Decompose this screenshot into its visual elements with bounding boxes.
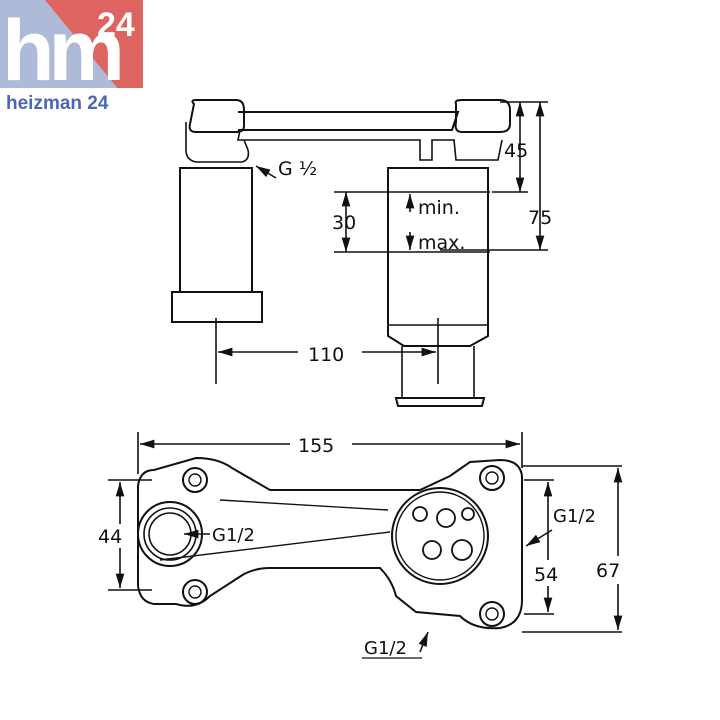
- right-valve-body: [387, 167, 489, 347]
- right-thread-label: G1/2: [553, 506, 596, 527]
- logo-number: 24: [97, 6, 135, 44]
- side-thread-label: G ½: [278, 158, 317, 180]
- min-label: min.: [418, 197, 460, 219]
- left-valve-base: [171, 291, 263, 323]
- heizman24-logo: hm 24 heizman 24: [0, 0, 143, 113]
- thread-arrow-bottom: [418, 631, 429, 653]
- dim-label-54: 54: [534, 564, 558, 586]
- logo-mark: hm: [2, 3, 121, 99]
- left-thread-label: G1/2: [212, 525, 255, 546]
- logo-accent-shape: [45, 0, 143, 113]
- dim-label-45: 45: [504, 140, 528, 162]
- side-view: [171, 99, 511, 407]
- right-handle: [454, 99, 511, 133]
- spout-arm: [238, 111, 460, 131]
- bottom-thread-label: G1/2: [364, 638, 407, 659]
- top-view: [137, 456, 523, 630]
- mount-hole-bl: [182, 579, 208, 605]
- mount-hole-tr: [479, 465, 505, 491]
- left-handle: [188, 99, 245, 133]
- thread-arrow-right: [525, 529, 553, 547]
- logo-wordmark: heizman 24: [6, 93, 109, 113]
- top-view-dimensions: [108, 432, 623, 659]
- thread-arrow-side: [255, 165, 277, 179]
- left-valve-body: [179, 167, 253, 293]
- dim-label-30: 30: [332, 212, 356, 234]
- dim-label-67: 67: [596, 560, 620, 582]
- side-view-dimensions: [215, 101, 548, 384]
- right-valve-disk: [391, 487, 489, 585]
- dim-label-155: 155: [298, 435, 334, 457]
- dim-label-75: 75: [528, 207, 552, 229]
- dim-label-44: 44: [98, 526, 122, 548]
- dim-label-110: 110: [308, 344, 344, 366]
- mount-hole-tl: [182, 467, 208, 493]
- max-label: max.: [418, 232, 465, 254]
- right-valve-cap: [394, 397, 486, 407]
- logo-wordmark-band: [0, 88, 143, 113]
- mount-hole-br: [479, 601, 505, 627]
- base-housing-outline: [137, 456, 523, 630]
